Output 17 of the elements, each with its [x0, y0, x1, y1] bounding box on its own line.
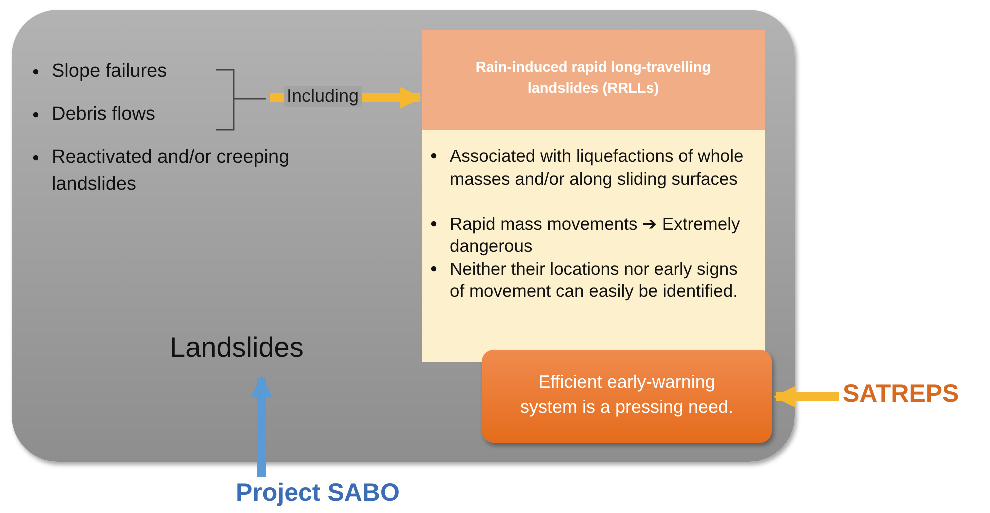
callout-box [482, 350, 772, 443]
project-label: Project SABO [236, 479, 400, 508]
card-heading: Rain-induced rapid long-travelling landslides (RRLLs) [422, 30, 765, 130]
callout-text: Efficient early-warning system is a pressing need. [519, 371, 735, 419]
bullet-text: Reactivated and/or creeping landslides [52, 146, 291, 197]
bullet-text: Associated with liquefactions of whole masses and/or along sliding surfaces [450, 145, 745, 190]
block-arrow [774, 386, 839, 408]
bullet-text: Neither their locations nor early signs of movement can easily be identified. [450, 258, 739, 302]
bullet-text: Rapid mass movements ➔ Extremely dangerous [450, 212, 742, 258]
block-arrow [251, 376, 273, 477]
info-card [422, 30, 765, 362]
panel-title: Landslides [170, 332, 304, 364]
bullet-text: Debris flows [52, 103, 156, 127]
program-label: SATREPS [843, 380, 960, 409]
bullet-text: Slope failures [52, 60, 168, 84]
edge-label: Including [284, 86, 362, 107]
landslides-panel [12, 10, 795, 462]
